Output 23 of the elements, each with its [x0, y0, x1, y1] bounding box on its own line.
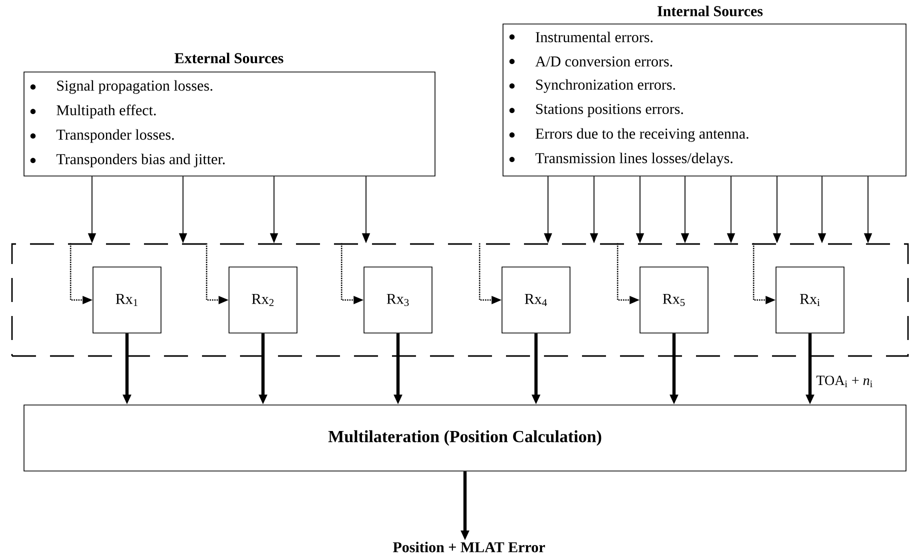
receiver-box: Rx$_{i}$ — [776, 266, 844, 334]
receiver-box: Rx$_{2}$ — [228, 266, 298, 334]
receiver-box: Rx$_{4}$ — [502, 266, 570, 334]
list-item: Errors due to the receiving antenna. — [536, 128, 748, 142]
list-item: Instrumental errors. — [536, 32, 653, 42]
list-item: Synchronization errors. — [536, 79, 676, 93]
output-label: Position + MLAT Error — [392, 542, 545, 552]
list-box — [24, 52, 436, 176]
list-box — [502, 6, 906, 176]
list-item: Transponder losses. — [56, 129, 174, 143]
list-item: Signal propagation losses. — [57, 80, 212, 94]
list-item: Multipath effect. — [56, 104, 156, 118]
list-item: Transmission lines losses/delays. — [535, 152, 732, 166]
heading: Internal Sources — [658, 6, 763, 16]
list-item: A/D conversion errors. — [535, 56, 672, 67]
heading: External Sources — [174, 52, 284, 64]
edge-label: TOA$_{i}$ + n$_{i}$ — [816, 376, 872, 388]
process-box: Multilateration (Position Calculation) — [24, 404, 906, 472]
receiver-box: Rx$_{5}$ — [640, 266, 708, 334]
list-item: Stations positions errors. — [536, 104, 683, 118]
list-item: Transponders bias and jitter. — [56, 154, 225, 168]
receiver-box: Rx$_{3}$ — [364, 266, 432, 334]
receiver-box: Rx$_{1}$ — [92, 266, 162, 334]
